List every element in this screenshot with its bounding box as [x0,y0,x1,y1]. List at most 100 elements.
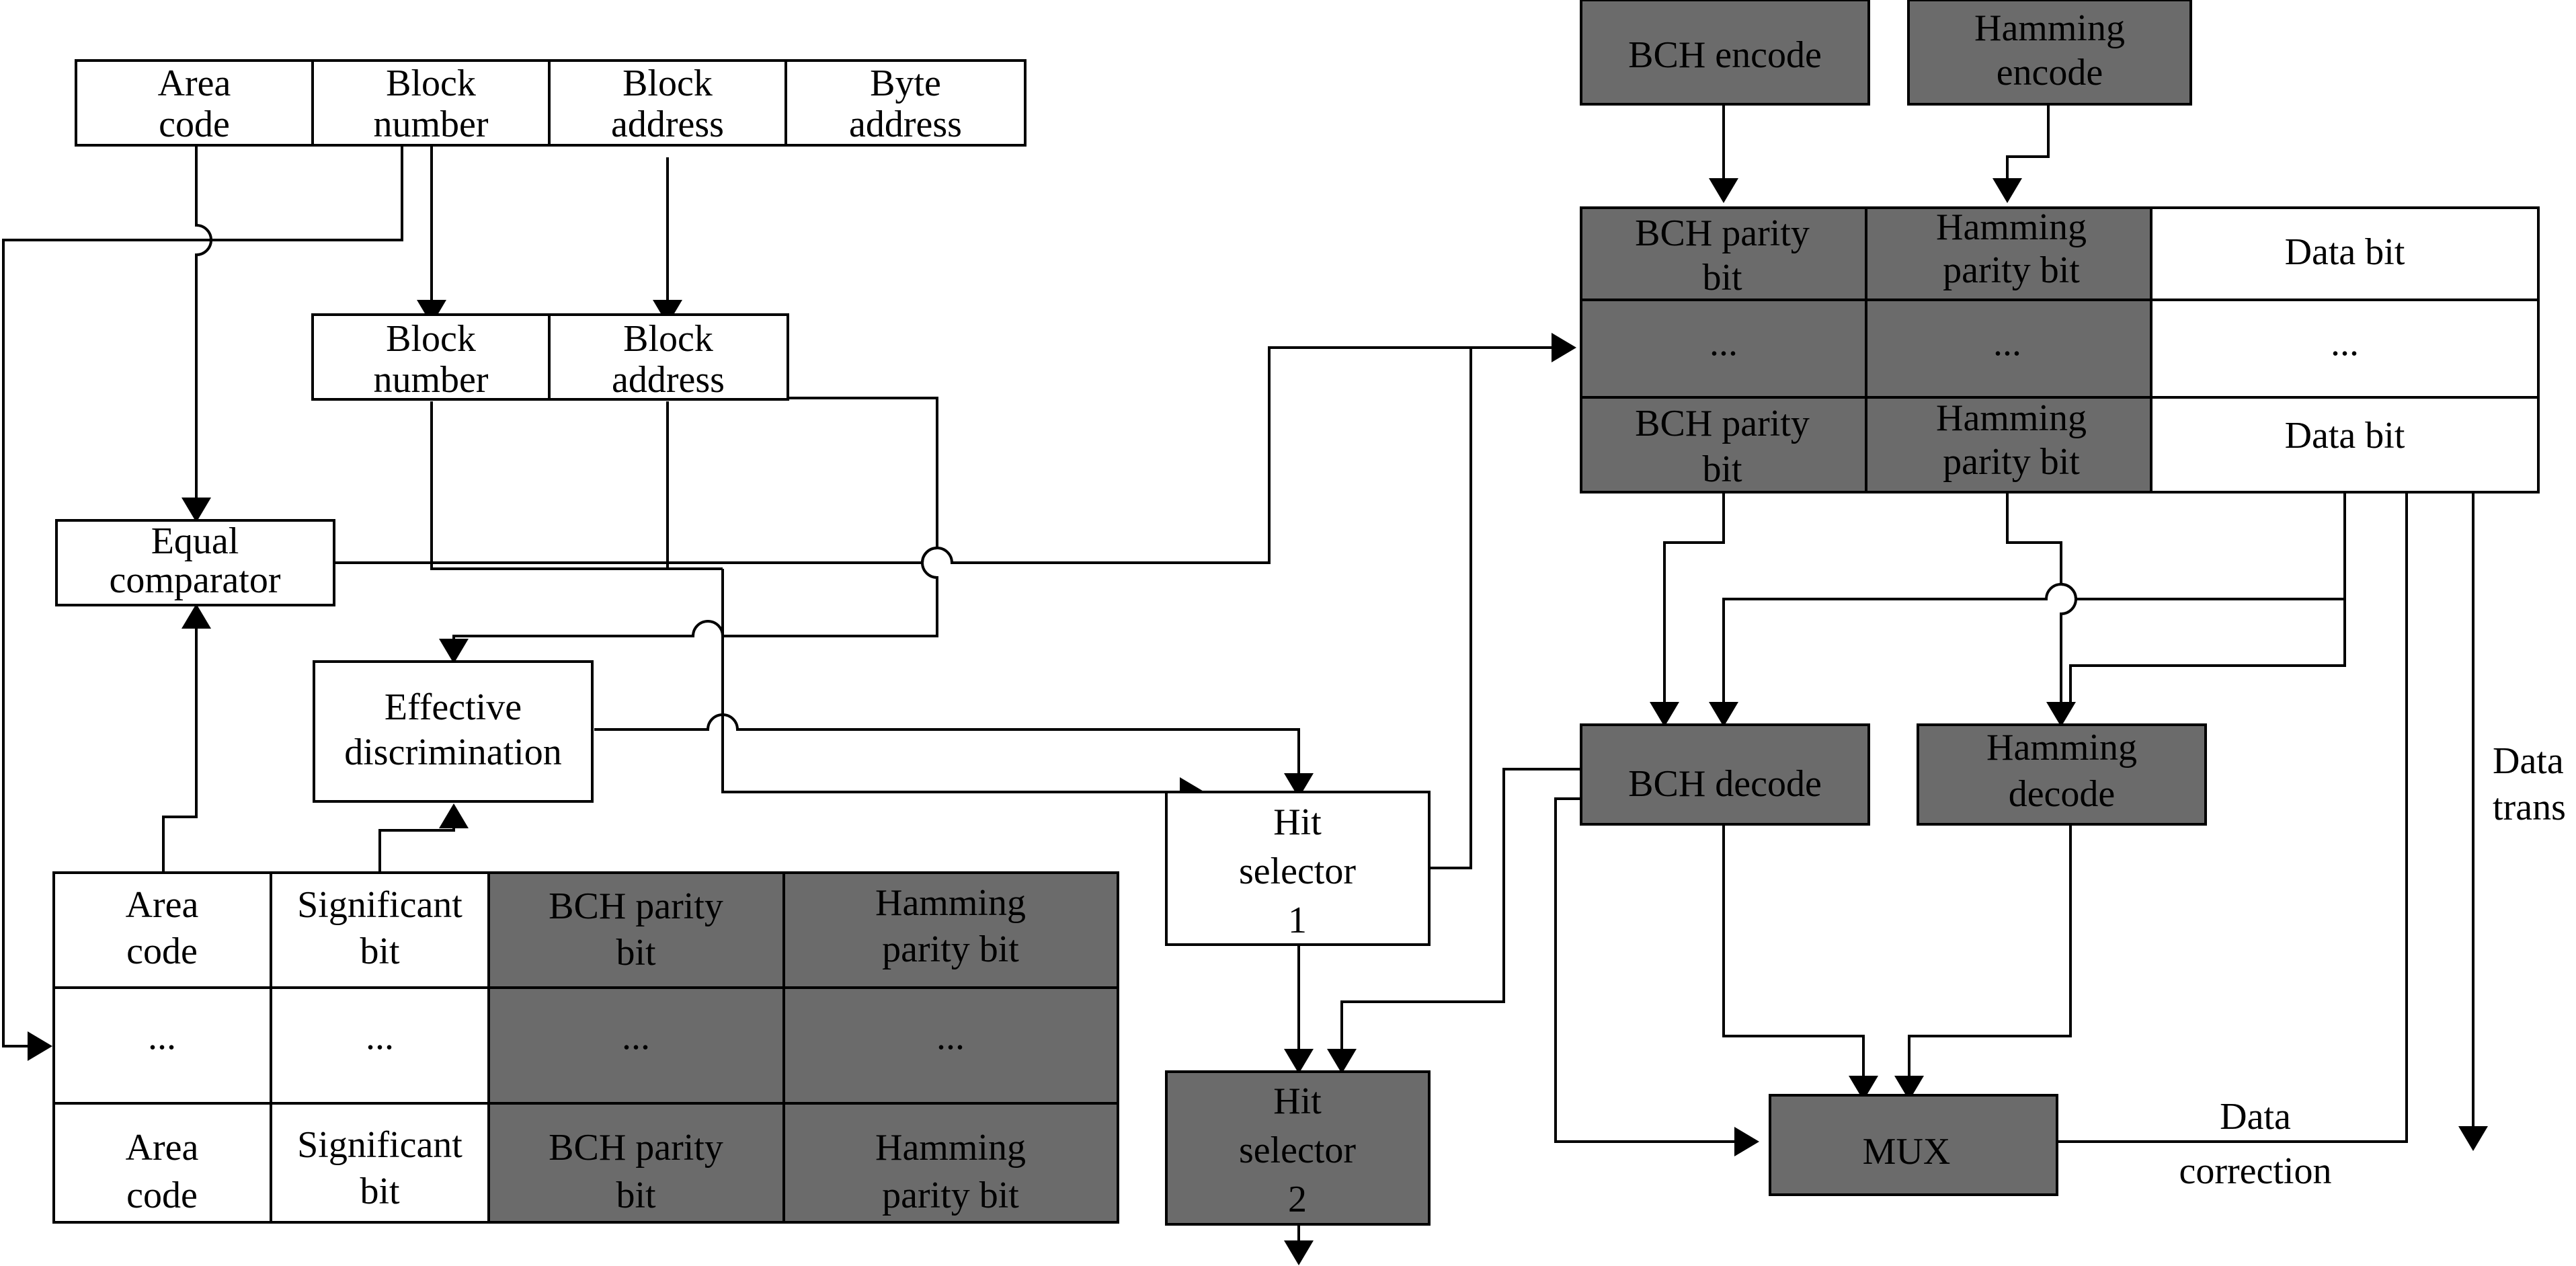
bch-encode-label: BCH encode [1628,34,1822,76]
data-cell-dark [1865,206,2152,301]
hit-selector-1-line3: 1 [1288,900,1307,941]
arrow-head [417,300,446,325]
data-r1-hamming-l2: parity bit [1943,249,2080,291]
address-byte-address-line2: address [849,104,962,145]
bch-encode-box [1580,0,1870,106]
tag-r3-hamming-l1: Hamming [875,1127,1026,1169]
tag-r1-bch-l2: bit [616,932,656,974]
hit-selector-1-line2: selector [1239,850,1356,892]
address-register: Area code Block number Block address Byt… [75,59,1027,147]
arrow-head [1284,1049,1314,1074]
data-cell-dark [1865,299,2152,399]
wire-bch-decode-to-hit-selector-2 [1340,768,1581,1049]
arrow-head [1650,702,1679,727]
effective-discrimination-line2: discrimination [344,731,562,773]
hamming-encode: Hamming encode [1907,0,2192,106]
wire-data-bit-to-bch-decode [1722,583,2345,702]
data-correction-line1: Data [2220,1096,2291,1138]
hit-selector-2-line2: selector [1239,1130,1356,1171]
wire-effective-to-hit-selector-1 [594,713,1300,773]
tag-r1-bch-l1: BCH parity [549,885,723,927]
tag-r1-significant-l2: bit [360,931,400,972]
tag-r1-significant-l1: Significant [297,884,462,926]
wire-hamming-decode-to-mux [1908,826,2072,1076]
address-block-number-line2: number [373,104,488,145]
tag-r3-area-code-l1: Area [126,1127,199,1169]
tag-r3-area-code-l2: code [126,1175,198,1216]
address-area-code-line1: Area [158,63,231,104]
data-r1-databit: Data bit [2285,231,2405,273]
address-block-number-cell [311,59,551,147]
hamming-encode-line2: encode [1997,52,2103,93]
latch-block-number-cell [311,313,551,401]
latch-block-address-line2: address [612,359,725,401]
tag-r3-significant-l1: Significant [297,1124,462,1166]
address-block-address-line2: address [611,104,724,145]
data-r3-hamming-l2: parity bit [1943,441,2080,483]
wire-bus-to-hit-selector-1 [721,569,1186,793]
latch-block-number-line2: number [373,359,488,401]
data-r2-databit: ... [2331,322,2359,364]
wire-tag-area-code-to-comparator [162,629,198,873]
arrow-head [1284,773,1314,798]
wire-hamming-parity-to-decode [2006,492,2077,702]
address-block-number-line1: Block [386,63,476,104]
tag-r1-hamming-l1: Hamming [875,882,1026,924]
data-cell [2150,396,2540,493]
tag-table: Area code Significant bit BCH parity bit… [52,871,1119,1224]
wire-data-bit-to-decoders [2069,492,2346,702]
data-cell-dark [1580,396,1867,493]
arrow-head [182,604,211,629]
wire-area-code-to-comparator [195,145,212,498]
data-r2-hamming: ... [1993,322,2021,364]
wire-latch-block-number-down [430,401,723,570]
arrow-head [1993,178,2022,203]
hamming-decode-line2: decode [2009,773,2116,815]
hit-selector-2-box [1165,1070,1431,1226]
bch-encode: BCH encode [1580,0,1870,106]
arrow-head [439,803,469,828]
tag-r3-bch-l2: bit [616,1175,656,1216]
data-correction-line2: correction [2179,1150,2332,1192]
arrow-head [182,498,211,522]
arrow-head [2458,1126,2488,1151]
data-r3-bch-l2: bit [1702,448,1742,490]
data-table: BCH parity bit Hamming parity bit Data b… [1580,206,2540,493]
arrow-head [1709,702,1738,727]
arrow-head [1552,333,1576,362]
tag-r2-area-code: ... [148,1016,176,1058]
arrow-head [653,300,682,325]
mux-box [1769,1094,2058,1196]
mux-label: MUX [1863,1131,1951,1173]
wire-hamming-encode-to-table [2006,104,2050,178]
tag-r3-bch-l1: BCH parity [549,1127,723,1169]
wire-mux-to-data-correction [2057,481,2408,1143]
arrow-head [1734,1127,1759,1156]
address-area-code-cell [75,59,314,147]
tag-r3-hamming-l2: parity bit [882,1175,1019,1216]
data-trans-line2: trans [2493,787,2566,828]
data-r1-bch-l1: BCH parity [1635,212,1810,254]
hamming-decode-box [1917,723,2207,826]
tag-cell [52,1102,272,1224]
data-cell [2150,206,2540,301]
data-r3-hamming-l1: Hamming [1936,397,2087,439]
tag-r1-area-code-l1: Area [126,884,199,926]
bch-decode-box [1580,723,1870,826]
connections [2,104,2488,1265]
latch-block-address-cell [548,313,789,401]
latch-block-number-line1: Block [386,318,476,360]
tag-cell-dark [782,986,1119,1105]
hamming-encode-line1: Hamming [1974,7,2125,49]
hit-selector-2-line3: 2 [1288,1179,1307,1220]
address-byte-address-cell [784,59,1027,147]
arrow-head [1894,1076,1924,1101]
hit-selector-1-line1: Hit [1273,801,1322,843]
arrow-head [1849,1076,1878,1101]
bch-decode: BCH decode [1580,723,1870,826]
wire-comparator-output [334,346,1552,564]
arrow-head [1327,1049,1357,1074]
data-r3-bch-l1: BCH parity [1635,403,1810,444]
equal-comparator-line1: Equal [151,520,239,562]
effective-discrimination: Effective discrimination [313,660,594,803]
